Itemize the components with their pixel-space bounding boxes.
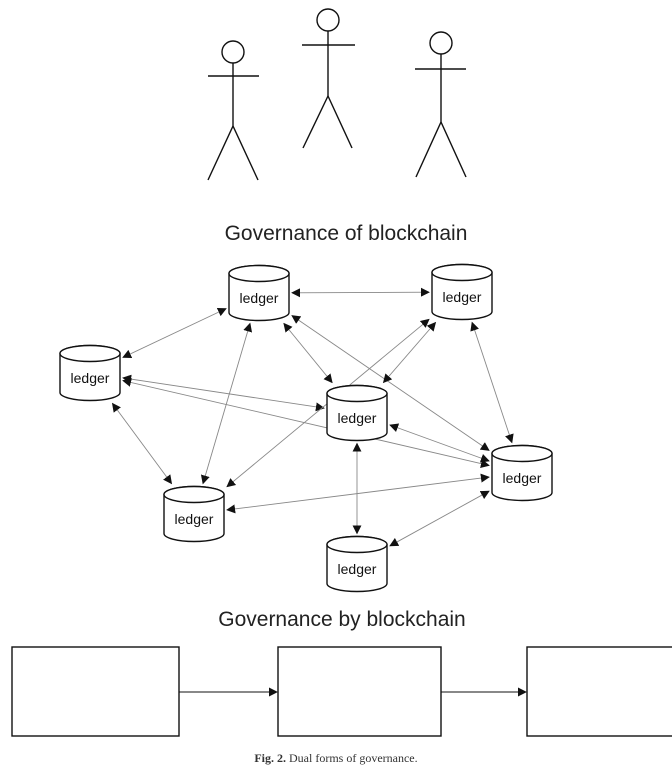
ledger-cylinder-top: [491, 444, 553, 463]
ledger-link-10: [470, 321, 514, 444]
ledger-link-9: [382, 321, 437, 384]
ledger-node-2: ledger: [431, 263, 493, 321]
caption-text: Dual forms of governance.: [289, 751, 418, 765]
ledger-node-6: ledger: [163, 485, 225, 543]
ledger-cylinder-top: [163, 485, 225, 504]
actor-figure-3: [415, 31, 467, 178]
ledger-label: ledger: [338, 410, 377, 426]
ledger-node-5: ledger: [491, 444, 553, 502]
ledger-cylinder-top: [228, 264, 290, 283]
ledger-link-13: [389, 423, 490, 463]
ledger-label: ledger: [71, 370, 110, 386]
ledger-cylinder-top: [326, 384, 388, 403]
process-box-2: [277, 646, 442, 737]
ledger-link-1: [122, 308, 227, 358]
governance-by-blockchain-title: Governance by blockchain: [218, 608, 465, 631]
actor-figure-1: [207, 40, 259, 181]
ledger-cylinder-top: [326, 535, 388, 554]
ledger-cylinder-top: [431, 263, 493, 282]
ledger-node-3: ledger: [59, 344, 121, 402]
ledger-label: ledger: [240, 290, 279, 306]
ledger-link-5: [111, 402, 173, 485]
ledger-link-2: [291, 287, 430, 298]
ledger-node-4: ledger: [326, 384, 388, 442]
process-box-1: [11, 646, 180, 737]
ledger-label: ledger: [338, 561, 377, 577]
ledger-cylinder-top: [59, 344, 121, 363]
ledger-label: ledger: [175, 511, 214, 527]
caption-label: Fig. 2.: [254, 751, 286, 765]
process-box-3: [526, 646, 672, 737]
figure-caption: Fig. 2. Dual forms of governance.: [254, 751, 417, 765]
ledger-label: ledger: [503, 470, 542, 486]
ledger-link-6: [283, 322, 333, 384]
ledger-node-7: ledger: [326, 535, 388, 593]
ledger-link-8: [200, 322, 253, 485]
ledger-link-15: [389, 490, 490, 547]
ledger-link-14: [226, 473, 490, 514]
ledger-link-4: [122, 378, 490, 468]
ledger-node-1: ledger: [228, 264, 290, 322]
actor-figure-2: [302, 8, 355, 149]
governance-of-blockchain-title: Governance of blockchain: [225, 222, 468, 245]
ledger-link-7: [291, 315, 490, 451]
ledger-network: ledger ledger ledger ledger ledger ledger ledg…: [59, 263, 553, 593]
ledger-label: ledger: [443, 289, 482, 305]
